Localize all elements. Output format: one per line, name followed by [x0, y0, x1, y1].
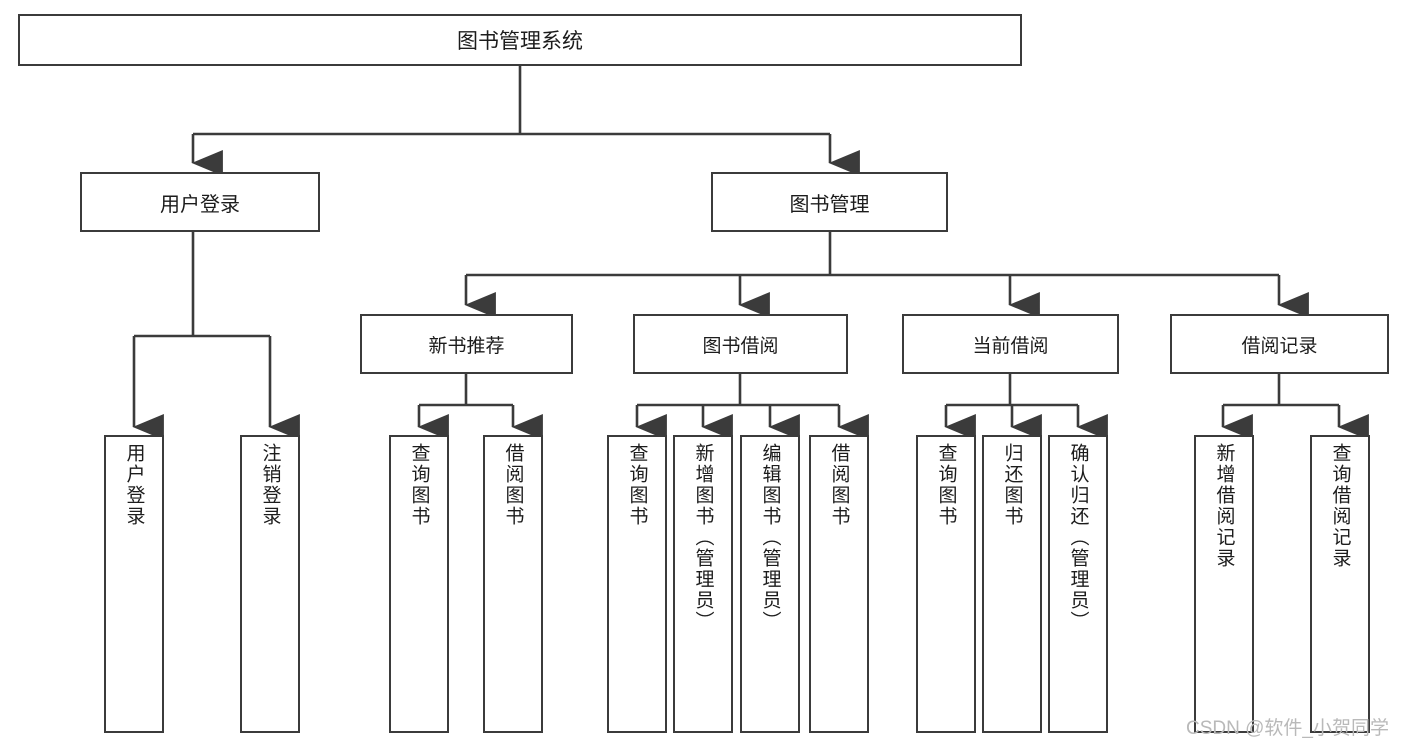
node-current-borrow-label: 当前借阅: [972, 335, 1049, 357]
leaf-book-borrow-1-label: 查询图书: [626, 443, 648, 527]
leaf-book-borrow-2-label: 新增图书（管理员）: [692, 443, 714, 632]
node-new-book-recommend[interactable]: 新书推荐: [360, 314, 573, 374]
node-borrow-record[interactable]: 借阅记录: [1170, 314, 1389, 374]
leaf-user-login-1-label: 用户登录: [123, 443, 145, 527]
node-new-book-recommend-label: 新书推荐: [428, 335, 505, 357]
node-book-manage[interactable]: 图书管理: [711, 172, 948, 232]
leaf-current-borrow-2-label: 归还图书: [1001, 443, 1023, 527]
leaf-user-login-2[interactable]: 注销登录: [240, 435, 300, 733]
leaf-new-book-1[interactable]: 查询图书: [389, 435, 449, 733]
leaf-borrow-record-1[interactable]: 新增借阅记录: [1194, 435, 1254, 733]
node-current-borrow[interactable]: 当前借阅: [902, 314, 1119, 374]
node-user-login[interactable]: 用户登录: [80, 172, 320, 232]
node-book-manage-label: 图书管理: [789, 193, 870, 216]
leaf-book-borrow-4-label: 借阅图书: [828, 443, 850, 527]
leaf-new-book-1-label: 查询图书: [408, 443, 430, 527]
leaf-new-book-2-label: 借阅图书: [502, 443, 524, 527]
leaf-borrow-record-1-label: 新增借阅记录: [1213, 443, 1235, 569]
leaf-borrow-record-2-label: 查询借阅记录: [1329, 443, 1351, 569]
node-root-label: 图书管理系统: [457, 30, 583, 53]
leaf-book-borrow-1[interactable]: 查询图书: [607, 435, 667, 733]
leaf-current-borrow-3[interactable]: 确认归还（管理员）: [1048, 435, 1108, 733]
node-user-login-label: 用户登录: [160, 193, 240, 216]
node-borrow-record-label: 借阅记录: [1241, 335, 1318, 357]
leaf-current-borrow-1-label: 查询图书: [935, 443, 957, 527]
leaf-user-login-2-label: 注销登录: [259, 443, 281, 527]
leaf-current-borrow-2[interactable]: 归还图书: [982, 435, 1042, 733]
leaf-book-borrow-3-label: 编辑图书（管理员）: [759, 443, 781, 632]
leaf-book-borrow-3[interactable]: 编辑图书（管理员）: [740, 435, 800, 733]
node-book-borrow[interactable]: 图书借阅: [633, 314, 848, 374]
node-book-borrow-label: 图书借阅: [702, 335, 779, 357]
leaf-new-book-2[interactable]: 借阅图书: [483, 435, 543, 733]
leaf-book-borrow-4[interactable]: 借阅图书: [809, 435, 869, 733]
leaf-user-login-1[interactable]: 用户登录: [104, 435, 164, 733]
leaf-borrow-record-2[interactable]: 查询借阅记录: [1310, 435, 1370, 733]
leaf-book-borrow-2[interactable]: 新增图书（管理员）: [673, 435, 733, 733]
leaf-current-borrow-1[interactable]: 查询图书: [916, 435, 976, 733]
node-root[interactable]: 图书管理系统: [18, 14, 1022, 66]
leaf-current-borrow-3-label: 确认归还（管理员）: [1067, 443, 1089, 632]
csdn-watermark: CSDN @软件_小贺同学: [1186, 718, 1389, 739]
